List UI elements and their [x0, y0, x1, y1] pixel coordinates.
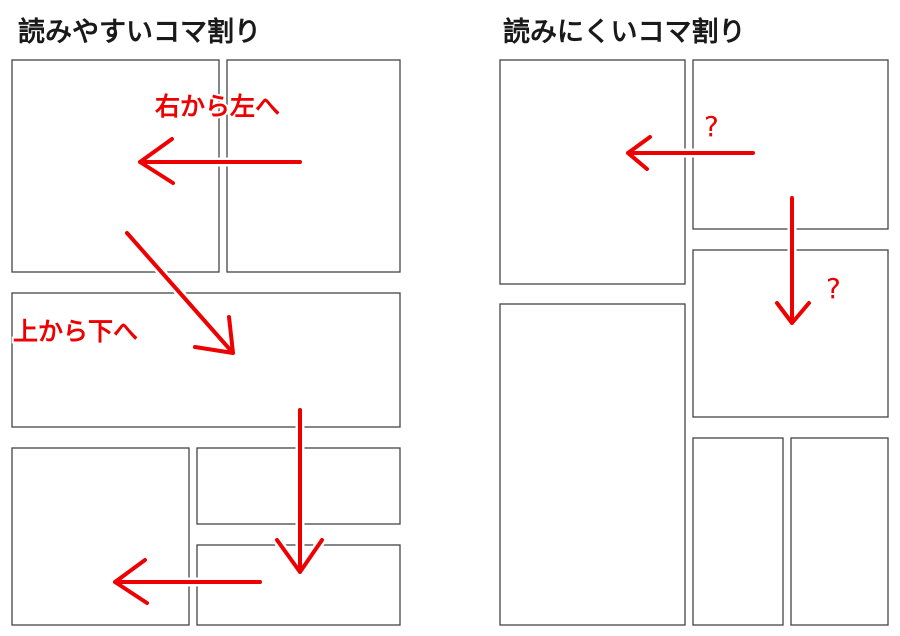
arrow-left-icon	[110, 555, 265, 608]
panel	[499, 303, 686, 626]
panel	[790, 437, 889, 626]
easy-layout-title: 読みやすいコマ割り	[18, 16, 261, 48]
label-top-to-bottom: 上から下へ	[13, 317, 138, 346]
question-mark-2: ?	[826, 272, 841, 305]
arrow-left-icon	[623, 132, 758, 174]
arrow-diagonal-icon	[122, 228, 238, 358]
easy-layout: 読みやすいコマ割り 右から左へ 上から下へ	[11, 16, 401, 626]
panel	[11, 447, 190, 626]
question-mark-1: ?	[704, 110, 719, 143]
arrow-down-icon	[772, 193, 814, 328]
arrow-left-icon	[135, 134, 305, 188]
hard-layout: 読みにくいコマ割り ? ?	[499, 16, 889, 626]
panel	[692, 437, 784, 626]
arrow-down-icon	[272, 405, 327, 577]
panel	[11, 292, 401, 428]
panel	[499, 59, 686, 285]
hard-layout-title: 読みにくいコマ割り	[503, 16, 745, 48]
label-right-to-left: 右から左へ	[155, 92, 280, 121]
